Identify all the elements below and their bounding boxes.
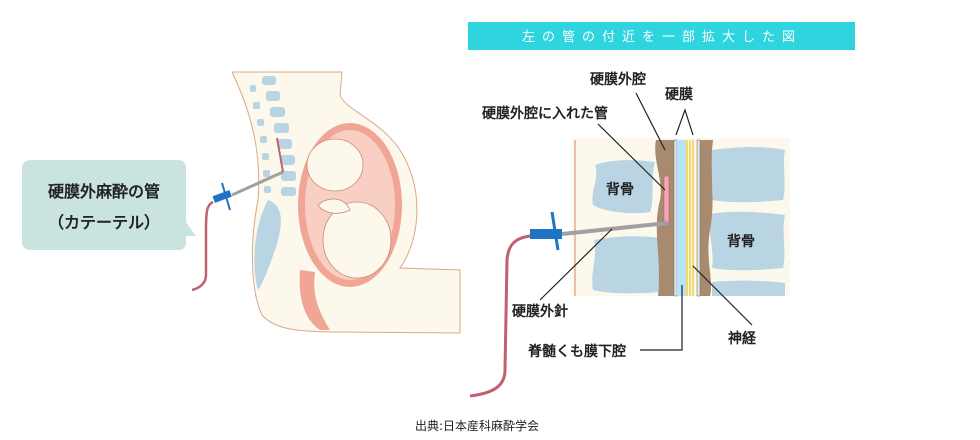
- catheter-closeup: [663, 175, 670, 225]
- csf-space: [677, 140, 686, 296]
- label-subarachnoid: 脊髄くも膜下腔: [527, 343, 626, 360]
- label-tube-in-epidural: 硬膜外腔に入れた管: [482, 105, 608, 122]
- needle: [231, 170, 284, 197]
- ligament-right: [700, 140, 713, 296]
- catheter-tail-closeup: [469, 234, 531, 398]
- label-bone-left: 背骨: [606, 181, 634, 198]
- pregnant-body-illustration: [191, 71, 461, 334]
- vertebrae: [250, 76, 296, 196]
- needle-closeup: [561, 221, 669, 236]
- vertebra-bones: [592, 146, 785, 296]
- banner: [468, 22, 855, 50]
- dura-right: [696, 139, 701, 297]
- label-dura: 硬膜: [665, 86, 693, 103]
- spine-closeup: [469, 138, 790, 398]
- callout-bubble: 硬膜外麻酔の管 （カテーテル）: [22, 160, 196, 250]
- catheter-tail: [191, 200, 214, 292]
- dura-left: [673, 139, 678, 297]
- label-epidural-space: 硬膜外腔: [590, 71, 646, 88]
- source-credit: 出典:日本産科麻酔学会: [415, 418, 539, 433]
- label-epidural-needle: 硬膜外針: [512, 303, 568, 320]
- leader-lines: [539, 92, 753, 351]
- fetus: [306, 138, 392, 279]
- nerves: [686, 140, 694, 296]
- callout-line2: （カテーテル）: [48, 213, 160, 232]
- label-nerve: 神経: [728, 330, 757, 347]
- needle-hub-closeup: [530, 229, 562, 239]
- needle-hub: [212, 190, 232, 203]
- catheter-inside: [276, 137, 284, 173]
- callout-line1: 硬膜外麻酔の管: [48, 182, 160, 201]
- banner-title: 左の管の付近を一部拡大した図: [522, 30, 802, 45]
- sacrum: [254, 200, 281, 290]
- label-bone-right: 背骨: [727, 233, 755, 250]
